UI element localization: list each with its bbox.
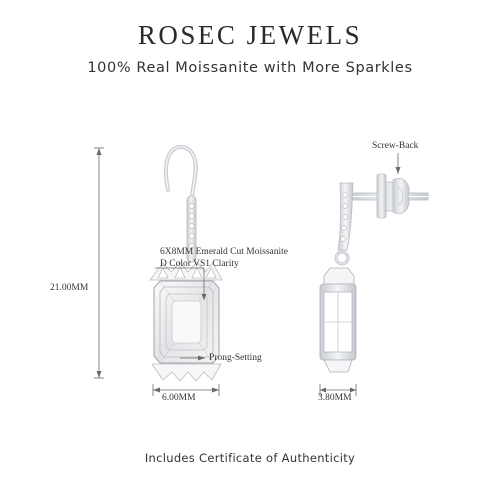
screw-back-callout-line (395, 153, 401, 174)
certificate-note: Includes Certificate of Authenticity (144, 451, 356, 465)
tagline: 100% Real Moissanite with More Sparkles (87, 60, 413, 76)
brand-title: ROSEC JEWELS (137, 20, 363, 50)
side-width-label: 3.80MM (318, 393, 352, 403)
prong-callout-line (180, 355, 205, 361)
halo-bottom (151, 363, 222, 382)
stone-clarity-label: D Color VS1 Clarity (160, 259, 239, 269)
screw-back-nut (376, 173, 410, 219)
side-view-earring (319, 173, 429, 373)
side-stone-profile (319, 267, 357, 373)
height-label: 21.00MM (50, 283, 89, 293)
front-width-label: 6.00MM (162, 393, 196, 403)
stone-spec-label: 6X8MM Emerald Cut Moissanite (160, 247, 288, 257)
screw-back-label: Screw-Back (372, 141, 419, 151)
height-dimension-line (94, 147, 104, 379)
stone-callout-line (155, 267, 207, 300)
side-width-dimension-line (319, 384, 357, 396)
front-width-dimension-line (152, 384, 220, 396)
emerald-cut-stone (153, 280, 220, 364)
front-view-earring (149, 144, 223, 382)
prong-setting-label: Prong-Setting (209, 353, 262, 363)
